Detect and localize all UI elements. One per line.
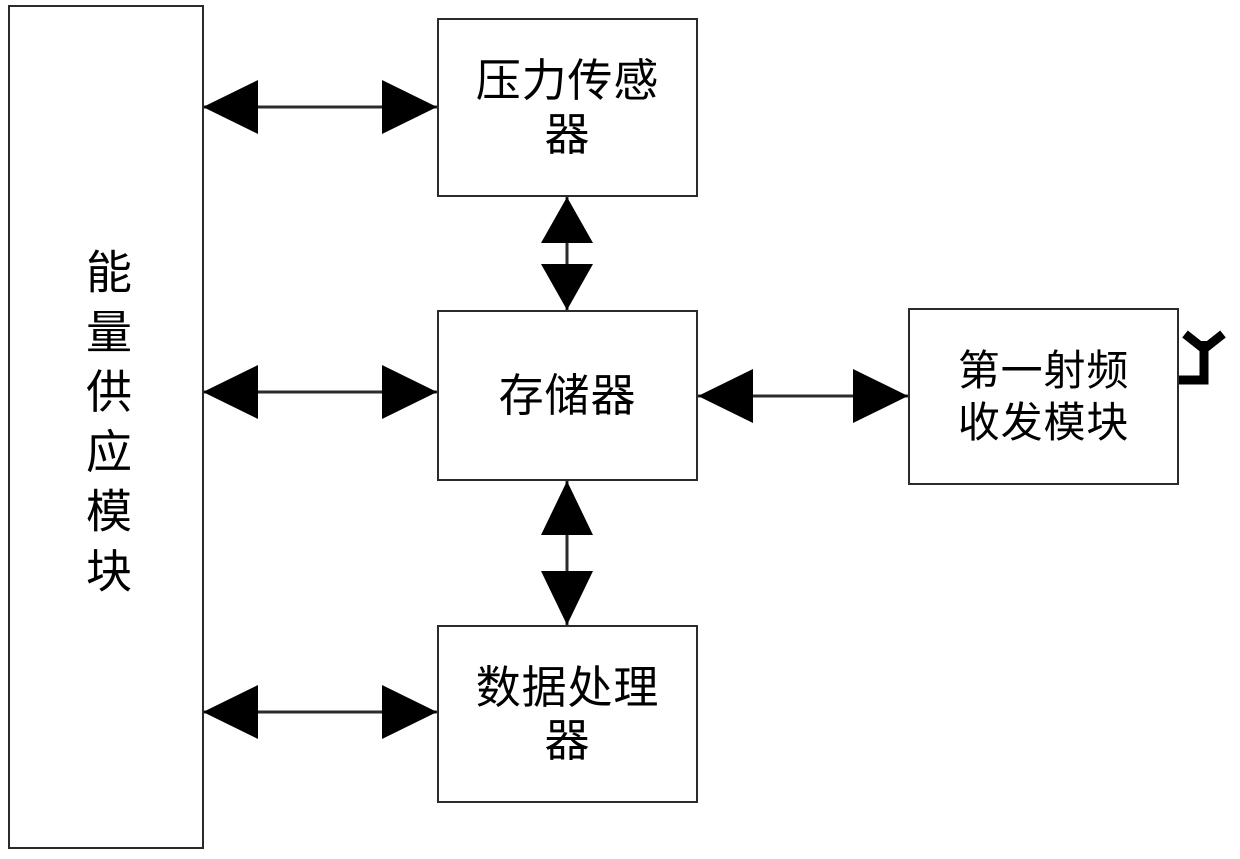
node-first-rf-transceiver-module-label: 第一射频 收发模块 [957,346,1130,447]
antenna-icon [1179,330,1226,385]
node-data-processor[interactable]: 数据处理 器 [437,625,698,803]
node-energy-supply-module-label: 能量供应模块 [79,247,133,607]
node-energy-supply-module[interactable]: 能量供应模块 [8,5,204,849]
connector-pressure-sensor-to-memory [541,197,593,310]
node-memory[interactable]: 存储器 [437,310,698,481]
node-pressure-sensor[interactable]: 压力传感 器 [437,18,698,197]
node-data-processor-label: 数据处理 器 [475,660,660,767]
connector-energy-to-pressure-sensor [203,80,437,134]
node-first-rf-transceiver-module[interactable]: 第一射频 收发模块 [908,308,1179,485]
node-memory-label: 存储器 [498,368,637,422]
node-pressure-sensor-label: 压力传感 器 [475,54,660,161]
connector-energy-to-memory [203,365,437,419]
connector-energy-to-data-processor [203,685,437,739]
connector-memory-to-rf-transceiver [698,369,908,423]
connector-memory-to-data-processor [541,481,593,625]
